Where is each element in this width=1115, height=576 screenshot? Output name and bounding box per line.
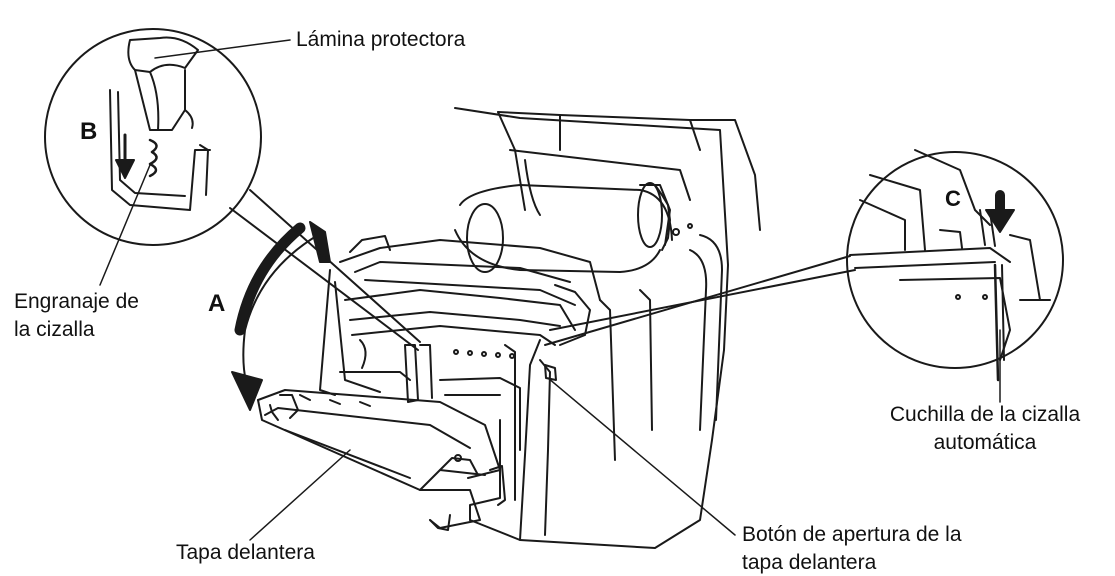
label-cutter-blade-line2: automática (933, 431, 1037, 454)
callout-c (846, 149, 1064, 403)
pointer-b (229, 189, 421, 351)
leader-protective-sheet (154, 39, 291, 59)
leader-lines (154, 39, 736, 541)
leader-cover-button (547, 377, 736, 536)
label-cutter-blade-line1: Cuchilla de la cizalla (889, 403, 1081, 426)
label-cutter-gear-line1: Engranaje de (14, 290, 139, 313)
arrow-a (231, 221, 331, 411)
label-cutter-gear-line2: la cizalla (14, 318, 95, 341)
step-a-label: A (208, 290, 226, 317)
callout-b (44, 28, 262, 286)
label-protective-sheet: Lámina protectora (296, 28, 466, 51)
printer-body (319, 107, 761, 549)
step-c-label: C (945, 186, 961, 211)
step-b-label: B (80, 118, 98, 145)
label-cover-button-line2: tapa delantera (742, 551, 877, 574)
pointer-c (544, 255, 856, 346)
leader-front-cover (249, 449, 351, 541)
front-cover-drawing (257, 389, 506, 531)
label-cover-button-line1: Botón de apertura de la (742, 523, 962, 546)
label-front-cover: Tapa delantera (176, 541, 315, 564)
